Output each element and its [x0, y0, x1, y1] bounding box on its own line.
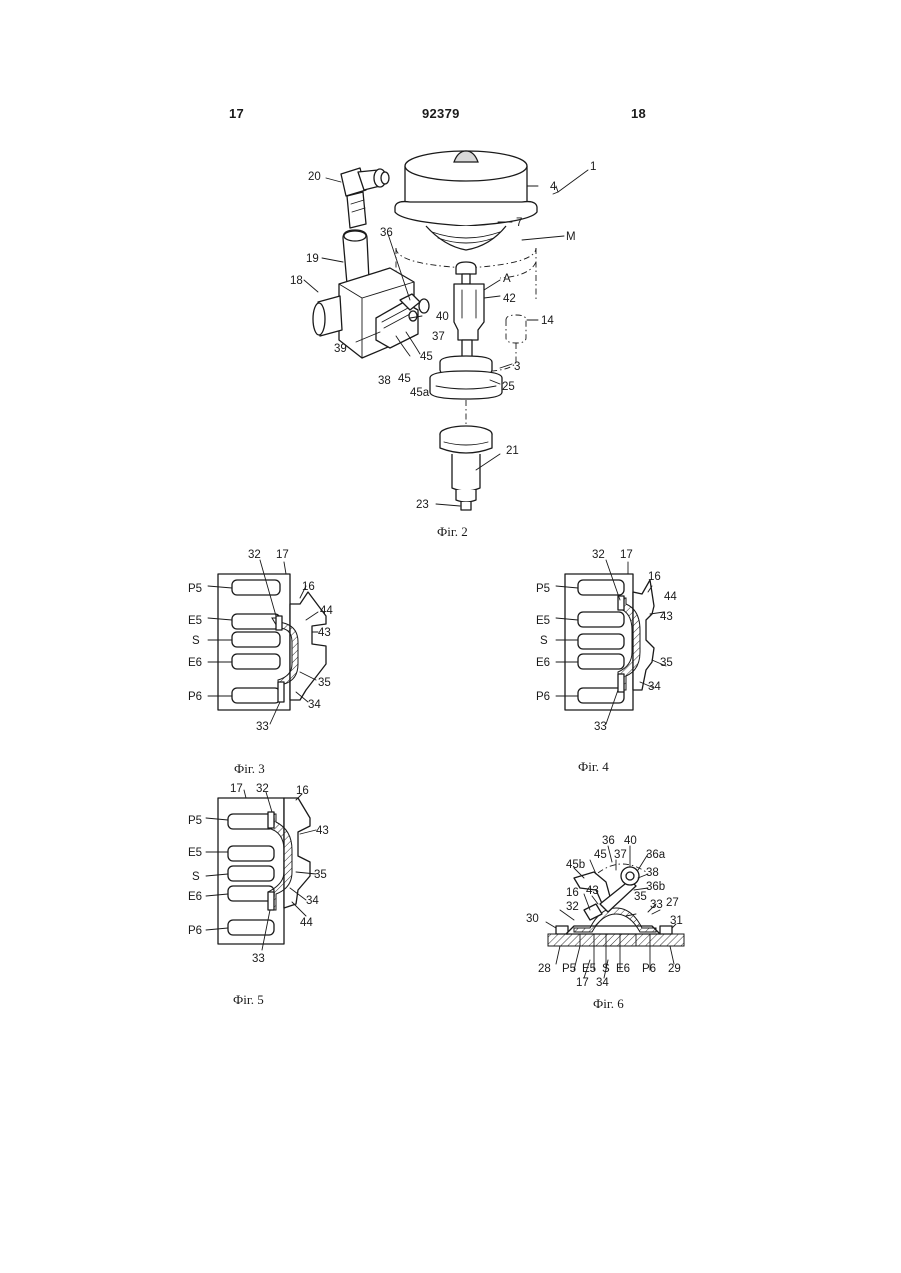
fig3-label-44: 44 — [320, 605, 333, 617]
fig4-label-S: S — [540, 635, 548, 647]
fig3-caption: Фіг. 3 — [234, 761, 265, 776]
fig2-label-1: 1 — [590, 161, 596, 173]
fig3-label-43: 43 — [318, 627, 331, 639]
fig6-label-31: 31 — [670, 915, 683, 927]
fig6-label-45b: 45b — [566, 859, 585, 871]
fig5-label-E5: E5 — [188, 847, 202, 859]
fig6-label-17: 17 — [576, 977, 589, 989]
fig6-label-36: 36 — [602, 835, 615, 847]
fig3-label-S: S — [192, 635, 200, 647]
fig4-caption: Фіг. 4 — [578, 759, 609, 774]
fig6-label-37: 37 — [614, 849, 627, 861]
figure-5: 17 32 16 43 35 34 44 33 P5 E5 S E6 P6 Фі… — [188, 783, 329, 1007]
fig4-label-P5: P5 — [536, 583, 550, 595]
fig6-label-34: 34 — [596, 977, 609, 989]
fig2-label-36: 36 — [380, 227, 393, 239]
fig5-label-43: 43 — [316, 825, 329, 837]
fig6-label-27: 27 — [666, 897, 679, 909]
fig3-label-E5: E5 — [188, 615, 202, 627]
fig3-label-P6: P6 — [188, 691, 202, 703]
fig3-label-E6: E6 — [188, 657, 202, 669]
fig5-label-17: 17 — [230, 783, 243, 795]
fig2-label-23: 23 — [416, 499, 429, 511]
fig6-label-36a: 36a — [646, 849, 666, 861]
fig2-caption: Фіг. 2 — [437, 524, 468, 539]
fig5-label-44: 44 — [300, 917, 313, 929]
fig5-label-E6: E6 — [188, 891, 202, 903]
fig5-label-35: 35 — [314, 869, 327, 881]
fig6-label-30: 30 — [526, 913, 539, 925]
fig6-label-33: 33 — [650, 899, 663, 911]
fig2-label-25: 25 — [502, 381, 515, 393]
fig6-label-28: 28 — [538, 963, 551, 975]
fig3-label-32: 32 — [248, 549, 261, 561]
fig6-label-36b: 36b — [646, 881, 665, 893]
fig2-label-4: 4 — [550, 181, 557, 193]
fig2-label-A: A — [503, 273, 511, 285]
fig5-label-P6: P6 — [188, 925, 202, 937]
fig2-label-45-upper: 45 — [420, 351, 433, 363]
figure-6: 36 40 36a 45 37 38 45b 36b 27 16 43 35 3… — [526, 835, 684, 1011]
fig5-label-P5: P5 — [188, 815, 202, 827]
fig6-caption: Фіг. 6 — [593, 996, 624, 1011]
fig2-label-18: 18 — [290, 275, 303, 287]
fig6-label-45: 45 — [594, 849, 607, 861]
fig6-label-E5: E5 — [582, 963, 596, 975]
fig2-label-20: 20 — [308, 171, 321, 183]
figure-4: 32 17 16 44 43 35 34 33 P5 E5 S E6 P6 Фі… — [536, 549, 677, 774]
fig6-label-43: 43 — [586, 885, 599, 897]
fig6-label-E6: E6 — [616, 963, 630, 975]
fig6-label-32: 32 — [566, 901, 579, 913]
fig2-label-14: 14 — [541, 315, 554, 327]
fig2-label-7: 7 — [516, 217, 522, 229]
fig2-label-39: 39 — [334, 343, 347, 355]
fig2-label-19: 19 — [306, 253, 319, 265]
fig3-label-35: 35 — [318, 677, 331, 689]
figure-3: 32 17 16 44 43 35 34 33 P5 E5 S E6 P6 Фі… — [188, 549, 333, 776]
fig2-label-37: 37 — [432, 331, 445, 343]
fig4-label-16: 16 — [648, 571, 661, 583]
fig3-label-34: 34 — [308, 699, 321, 711]
fig4-label-43: 43 — [660, 611, 673, 623]
fig5-label-32: 32 — [256, 783, 269, 795]
fig3-label-17: 17 — [276, 549, 289, 561]
fig5-caption: Фіг. 5 — [233, 992, 264, 1007]
fig4-label-33: 33 — [594, 721, 607, 733]
fig3-label-16: 16 — [302, 581, 315, 593]
fig5-label-16: 16 — [296, 785, 309, 797]
fig4-label-P6: P6 — [536, 691, 550, 703]
fig2-label-45a: 45a — [410, 387, 430, 399]
fig5-label-34: 34 — [306, 895, 319, 907]
fig6-label-29: 29 — [668, 963, 681, 975]
fig5-label-33: 33 — [252, 953, 265, 965]
fig2-label-40: 40 — [436, 311, 449, 323]
fig3-label-33: 33 — [256, 721, 269, 733]
fig4-label-17: 17 — [620, 549, 633, 561]
fig2-label-21: 21 — [506, 445, 519, 457]
fig6-label-38: 38 — [646, 867, 659, 879]
fig4-label-E6: E6 — [536, 657, 550, 669]
fig4-label-E5: E5 — [536, 615, 550, 627]
figure-2: 4 1 7 M 20 19 18 36 40 37 39 38 45 45 45… — [290, 151, 596, 539]
fig2-label-38: 38 — [378, 375, 391, 387]
fig6-label-35: 35 — [634, 891, 647, 903]
fig4-label-32: 32 — [592, 549, 605, 561]
fig5-label-S: S — [192, 871, 200, 883]
fig2-label-3: 3 — [514, 361, 520, 373]
fig4-label-35: 35 — [660, 657, 673, 669]
fig6-label-S: S — [602, 963, 610, 975]
fig6-label-P5: P5 — [562, 963, 576, 975]
fig6-label-40: 40 — [624, 835, 637, 847]
fig6-label-P6: P6 — [642, 963, 656, 975]
fig4-label-44: 44 — [664, 591, 677, 603]
fig2-label-M: M — [566, 231, 576, 243]
fig2-label-42: 42 — [503, 293, 516, 305]
fig6-label-16: 16 — [566, 887, 579, 899]
fig3-label-P5: P5 — [188, 583, 202, 595]
fig4-label-34: 34 — [648, 681, 661, 693]
fig2-label-45-lower: 45 — [398, 373, 411, 385]
